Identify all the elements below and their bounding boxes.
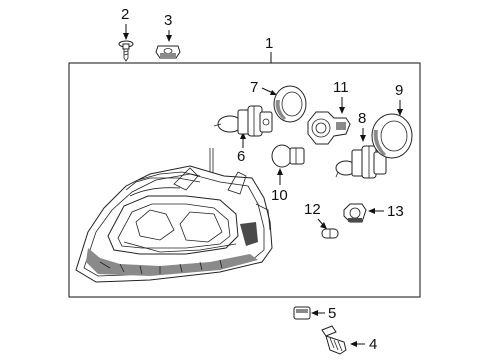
turn-signal-bulb-part: [271, 144, 305, 168]
leader-11-arrow: [339, 107, 345, 114]
callout-6: 6: [237, 148, 245, 165]
bolt-part: [321, 325, 347, 355]
callout-3: 3: [164, 12, 172, 29]
leader-6-arrow: [240, 132, 246, 139]
callout-11: 11: [333, 79, 349, 96]
callout-2: 2: [121, 6, 129, 23]
screw-part: [118, 40, 134, 62]
clip-nut-part: [155, 45, 181, 59]
headlamp-housing: [75, 148, 273, 283]
side-marker-socket-part: [343, 203, 367, 223]
leader-10-arrow: [277, 168, 283, 175]
leader-13-arrow: [368, 208, 375, 214]
leader-5-arrow: [311, 310, 318, 316]
high-beam-bulb-part: [335, 145, 387, 179]
leader-3-arrow: [166, 35, 172, 42]
callout-7: 7: [250, 79, 258, 96]
callout-4: 4: [369, 336, 377, 353]
leader-9-arrow: [397, 109, 403, 116]
leader-8-arrow: [360, 135, 366, 142]
leader-12-arrow: [320, 222, 327, 229]
callout-12: 12: [304, 201, 321, 218]
assembly-frame: [68, 62, 421, 298]
bulb-socket-part: [307, 111, 351, 145]
callout-13: 13: [387, 203, 404, 220]
low-beam-bulb-part: [213, 105, 273, 137]
callout-8: 8: [358, 110, 366, 127]
callout-9: 9: [395, 82, 403, 99]
side-marker-bulb-part: [321, 228, 339, 239]
bulb-seal-part: [273, 85, 307, 123]
leader-7-arrow: [270, 90, 277, 95]
grommet-part: [293, 306, 311, 320]
leader-2-arrow: [123, 33, 129, 40]
callout-10: 10: [271, 187, 288, 204]
leader-4-arrow: [350, 341, 357, 347]
callout-5: 5: [328, 305, 336, 322]
callout-1: 1: [265, 35, 273, 52]
seal-ring-part: [371, 113, 413, 159]
